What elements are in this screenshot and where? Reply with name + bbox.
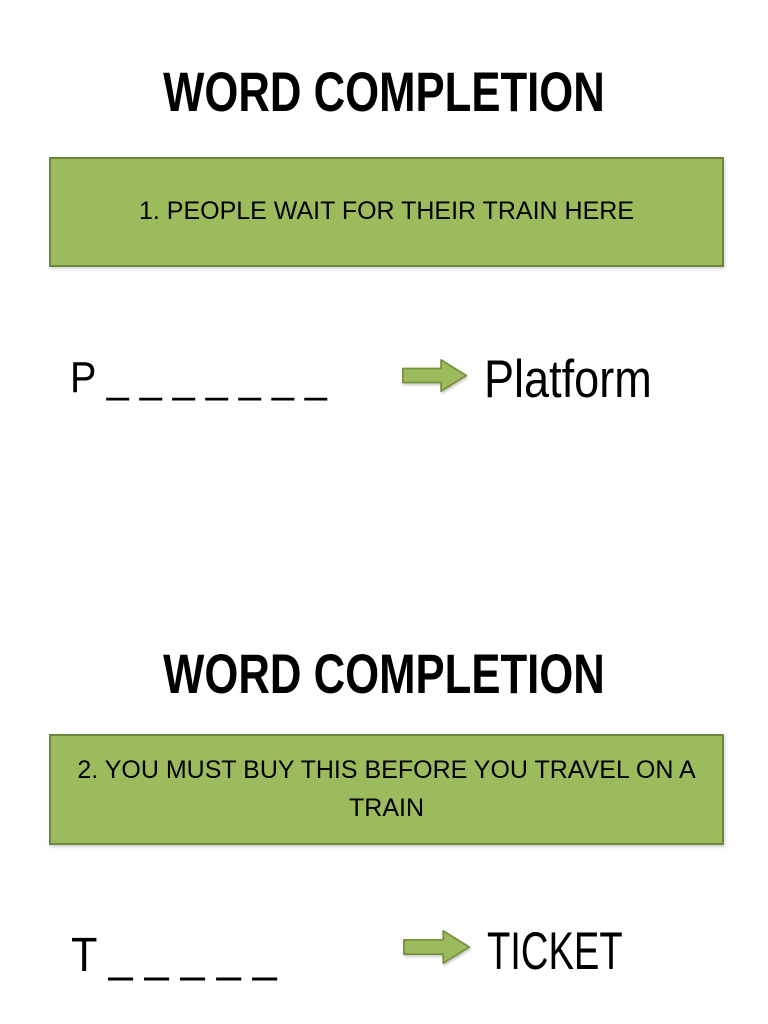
answer-word: Platform (484, 350, 652, 409)
clue-banner: 1. PEOPLE WAIT FOR THEIR TRAIN HERE (49, 157, 724, 267)
section-title: WORD COMPLETION (163, 642, 605, 705)
answer-word: TICKET (487, 922, 623, 981)
clue-text: 1. PEOPLE WAIT FOR THEIR TRAIN HERE (138, 197, 634, 226)
clue-banner: 2. YOU MUST BUY THIS BEFORE YOU TRAVEL O… (49, 734, 724, 845)
puzzle-letters: T _ _ _ _ _ (71, 929, 277, 982)
arrow-right-icon (402, 359, 468, 392)
section-title: WORD COMPLETION (163, 60, 605, 123)
clue-text: 2. YOU MUST BUY THIS BEFORE YOU TRAVEL O… (77, 756, 696, 822)
puzzle-letters: P _ _ _ _ _ _ _ (70, 353, 327, 402)
arrow-right-icon (403, 930, 471, 964)
